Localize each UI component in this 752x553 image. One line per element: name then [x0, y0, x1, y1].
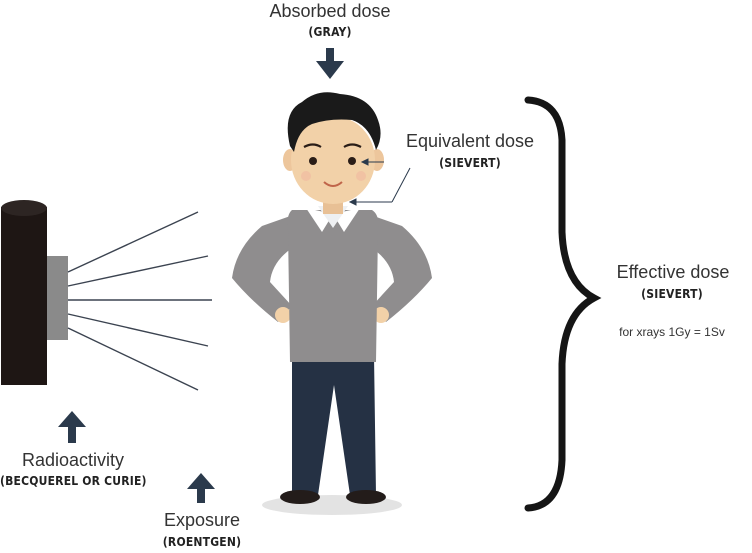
exposure-unit: (ROENTGEN)	[162, 535, 242, 549]
radioactivity-title: Radioactivity	[21, 450, 125, 470]
radiation-source	[1, 200, 68, 385]
person-figure	[232, 92, 432, 515]
effective-dose-unit: (SIEVERT)	[641, 287, 703, 301]
exposure-arrow-icon	[187, 473, 215, 503]
radiation-rays	[67, 211, 212, 391]
radioactivity-unit: (BECQUEREL OR CURIE)	[0, 474, 147, 488]
radioactivity-arrow-icon	[58, 411, 86, 443]
equivalent-dose-unit: (SIEVERT)	[439, 156, 501, 170]
equivalent-pointer	[348, 158, 411, 206]
exposure-title: Exposure	[163, 510, 241, 530]
effective-dose-title: Effective dose	[616, 262, 730, 282]
effective-dose-brace	[524, 96, 602, 512]
equivalent-dose-title: Equivalent dose	[405, 131, 535, 151]
absorbed-arrow-icon	[316, 48, 344, 79]
absorbed-dose-unit: (GRAY)	[308, 25, 352, 39]
absorbed-dose-title: Absorbed dose	[269, 1, 391, 21]
effective-dose-note: for xrays 1Gy = 1Sv	[619, 325, 725, 339]
